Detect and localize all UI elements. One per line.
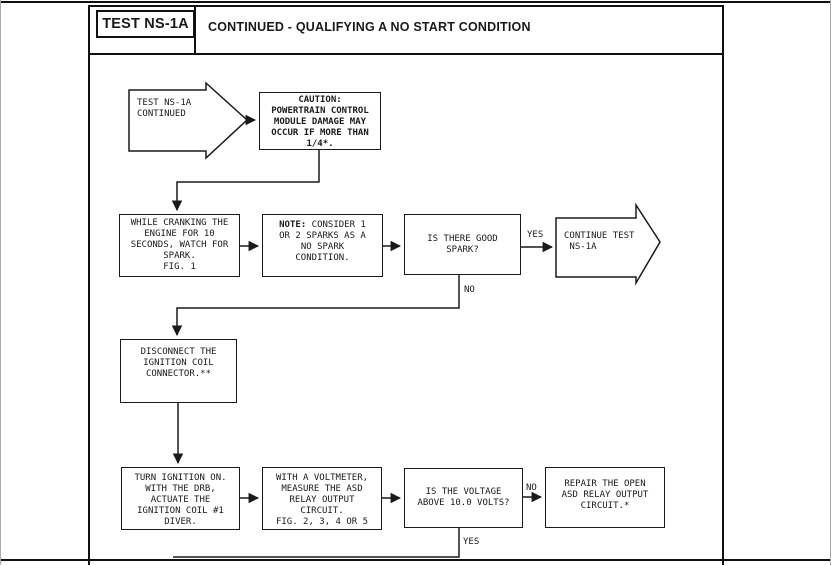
voltage-question-node-text: IS THE VOLTAGE ABOVE 10.0 VOLTS? xyxy=(417,487,510,508)
connector-caution-to-crank xyxy=(171,150,320,212)
edge-label-no-spark: NO xyxy=(464,285,475,295)
header-divider xyxy=(194,7,196,53)
spark-question-node: IS THERE GOOD SPARK? xyxy=(404,214,521,275)
note-prefix: NOTE: xyxy=(279,220,307,230)
note-node: NOTE: CONSIDER 1 OR 2 SPARKS AS A NO SPA… xyxy=(262,214,383,277)
crank-engine-node: WHILE CRANKING THE ENGINE FOR 10 SECONDS… xyxy=(119,214,240,277)
connector-no-to-disconnect xyxy=(171,275,460,337)
edge-label-yes-spark: YES xyxy=(527,230,544,240)
connector-yes-down-offpage xyxy=(173,528,460,558)
edge-label-yes-voltage: YES xyxy=(463,537,480,547)
caution-node-text: CAUTION: POWERTRAIN CONTROL MODULE DAMAG… xyxy=(271,95,369,149)
note-node-text: NOTE: CONSIDER 1 OR 2 SPARKS AS A NO SPA… xyxy=(279,220,366,276)
voltmeter-node-text: WITH A VOLTMETER, MEASURE THE ASD RELAY … xyxy=(275,473,369,527)
turn-ignition-node: TURN IGNITION ON. WITH THE DRB, ACTUATE … xyxy=(121,467,240,530)
page-title: CONTINUED - QUALIFYING A NO START CONDIT… xyxy=(208,20,531,34)
caution-node: CAUTION: POWERTRAIN CONTROL MODULE DAMAG… xyxy=(259,92,381,150)
note-body: CONSIDER 1 OR 2 SPARKS AS A NO SPARK CON… xyxy=(279,220,366,263)
voltmeter-node: WITH A VOLTMETER, MEASURE THE ASD RELAY … xyxy=(262,467,382,530)
continue-arrow-shape xyxy=(555,202,661,286)
page-bottom-rule xyxy=(1,559,830,561)
start-node-text: TEST NS-1A CONTINUED xyxy=(137,98,192,119)
disconnect-coil-node: DISCONNECT THE IGNITION COIL CONNECTOR.*… xyxy=(120,339,237,403)
repair-node-text: REPAIR THE OPEN ASD RELAY OUTPUT CIRCUIT… xyxy=(561,479,649,511)
crank-engine-node-text: WHILE CRANKING THE ENGINE FOR 10 SECONDS… xyxy=(130,218,229,272)
turn-ignition-node-text: TURN IGNITION ON. WITH THE DRB, ACTUATE … xyxy=(134,473,227,527)
continue-node-text: CONTINUE TEST NS-1A xyxy=(564,231,635,252)
chart-frame: TEST NS-1A CONTINUED - QUALIFYING A NO S… xyxy=(88,5,724,565)
spark-question-node-text: IS THERE GOOD SPARK? xyxy=(427,233,498,255)
page-top-rule xyxy=(1,1,830,3)
chart-header: TEST NS-1A CONTINUED - QUALIFYING A NO S… xyxy=(90,7,722,55)
disconnect-coil-node-text: DISCONNECT THE IGNITION COIL CONNECTOR.*… xyxy=(140,347,217,379)
start-arrow-shape xyxy=(128,81,249,160)
edge-label-no-voltage: NO xyxy=(526,483,537,493)
test-id-label: TEST NS-1A xyxy=(102,16,189,32)
voltage-question-node: IS THE VOLTAGE ABOVE 10.0 VOLTS? xyxy=(404,468,523,528)
repair-node: REPAIR THE OPEN ASD RELAY OUTPUT CIRCUIT… xyxy=(545,467,665,528)
